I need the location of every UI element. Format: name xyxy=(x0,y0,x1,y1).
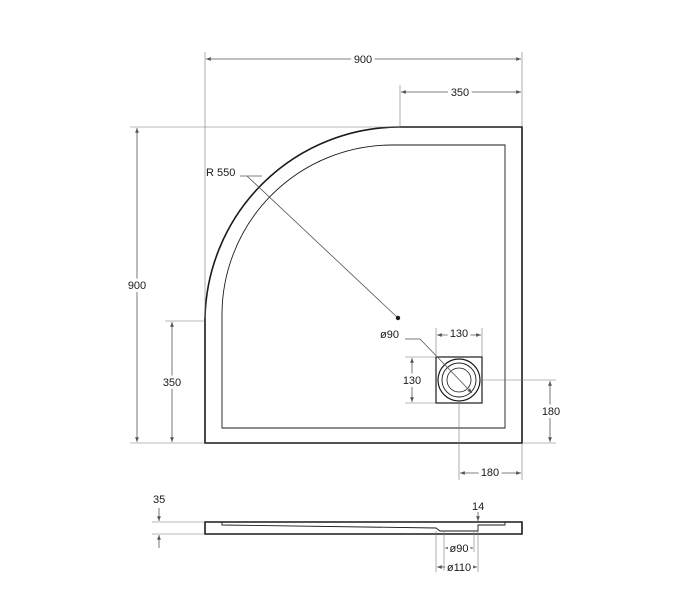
section-rim-label: 14 xyxy=(472,501,484,513)
left-straight-label: 350 xyxy=(163,377,181,389)
radius-label: R 550 xyxy=(206,167,235,179)
section-thickness-label: 35 xyxy=(153,494,165,506)
drain-offset-x-label: 180 xyxy=(481,467,499,479)
drain-box-width-label: 130 xyxy=(450,328,468,340)
plan-view: 900 350 900 350 R 550 ø90 130 xyxy=(125,51,563,482)
drain-diameter-label: ø90 xyxy=(380,329,399,341)
tray-inner-outline xyxy=(221,144,506,429)
drain-offset-y-label: 180 xyxy=(542,406,560,418)
section-drain-outer-label: ø110 xyxy=(447,562,471,574)
section-drain-inner-label: ø90 xyxy=(450,543,469,555)
section-view: 35 14 ø90 ø110 xyxy=(152,494,523,577)
radius-leader xyxy=(246,175,399,319)
tray-section-recess xyxy=(221,522,506,532)
tray-outline xyxy=(204,126,523,444)
drain-box-height-label: 130 xyxy=(403,375,421,387)
width-label: 900 xyxy=(354,54,372,66)
height-label: 900 xyxy=(128,280,146,292)
top-straight-label: 350 xyxy=(451,87,469,99)
radius-center-point xyxy=(395,315,401,321)
tray-section-profile xyxy=(204,521,523,535)
drain-diameter-leader xyxy=(419,338,473,394)
